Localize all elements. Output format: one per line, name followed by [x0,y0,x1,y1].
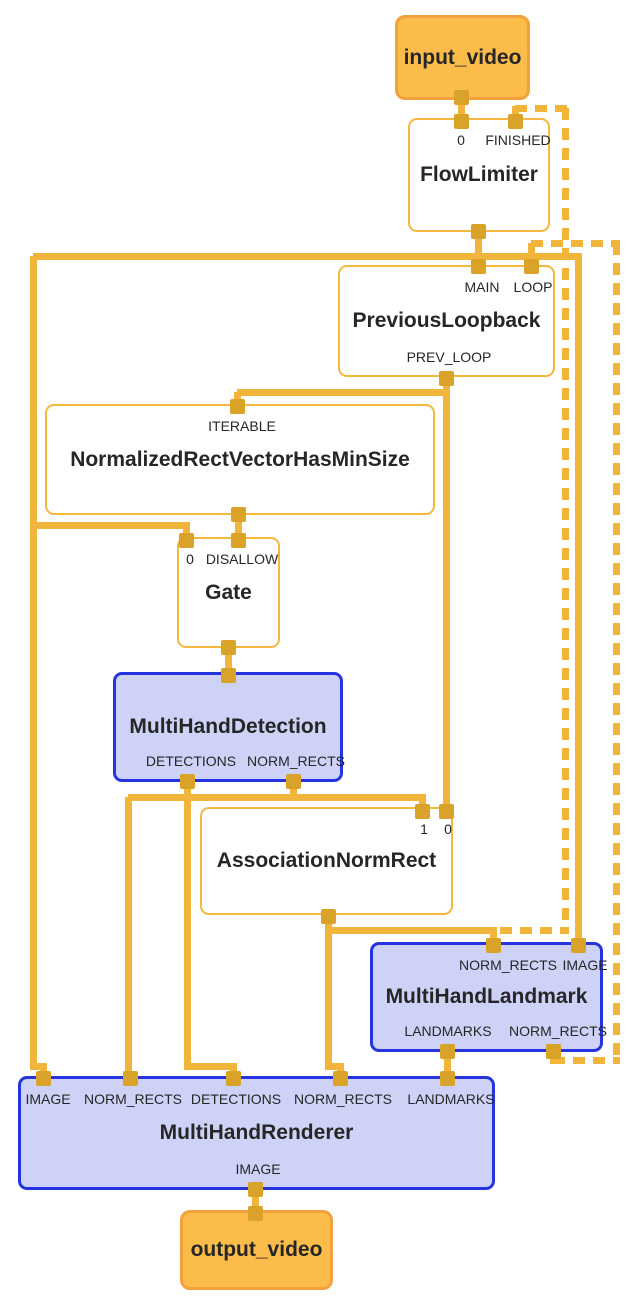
edge-hasminsize-to-gate-disallow [234,513,242,545]
port-label-flowlimiter-in-1: FINISHED [485,132,551,148]
node-title-flowlimiter: FlowLimiter [420,163,538,186]
node-title-multihandlandmark: MultiHandLandmark [385,985,588,1008]
edge-landmarks-to-renderer [443,1050,451,1084]
port-label-multihandlandmark-in-1: IMAGE [562,957,608,973]
port-marker [230,506,246,522]
edge-throttled-to-gate-0 [33,521,190,529]
port-label-multihanddetection-out-1: NORM_RECTS [246,753,346,769]
port-label-multihandrenderer-in-3: NORM_RECTS [293,1091,393,1107]
edge-finished-back-edge [515,104,569,112]
edge-assoc-to-renderer-normrects [324,930,332,1070]
edge-finished-back-edge [561,108,569,934]
edge-throttled-to-landmark-image [574,256,582,950]
port-marker [439,1070,455,1086]
node-flowlimiter[interactable]: FlowLimiter 0 FINISHED [408,118,551,232]
edge-detection-normrects-drop [289,780,297,801]
port-label-previousloopback-in-1: LOOP [513,279,553,295]
edge-loop-back-edge [612,243,620,1064]
port-marker [320,908,336,924]
port-marker [332,1070,348,1086]
port-marker [545,1043,561,1059]
port-label-multihandrenderer-in-4: LANDMARKS [407,1091,495,1107]
edge-throttled-to-renderer-image [29,256,37,1070]
edge-flowlimiter-to-previousloopback-main [474,230,482,271]
port-marker [570,937,586,953]
port-marker [453,113,469,129]
port-label-associationnormrect-in-0: 1 [420,821,428,837]
node-title-associationnormrect: AssociationNormRect [216,849,437,872]
port-marker [414,803,430,819]
node-title-normalizedrectvectorhasminsize: NormalizedRectVectorHasMinSize [70,447,410,471]
edge-detection-normrects-spread [128,793,426,801]
port-marker [453,89,469,105]
port-label-multihandlandmark-in-0: NORM_RECTS [458,957,558,973]
port-label-gate-in-0: 0 [186,551,194,567]
port-label-multihandrenderer-in-0: IMAGE [25,1091,71,1107]
node-input-video[interactable]: input_video [395,15,530,100]
edge-normrects-to-renderer [124,797,132,1084]
port-label-associationnormrect-in-1: 0 [444,821,452,837]
port-marker [220,639,236,655]
port-label-multihandrenderer-out-0: IMAGE [235,1161,281,1177]
node-title-previousloopback: PreviousLoopback [352,309,541,332]
port-marker [230,532,246,548]
edge-prevloop-to-iterable [237,388,450,396]
port-label-flowlimiter-in-0: 0 [457,132,465,148]
edge-finished-back-edge [500,926,569,934]
edge-assoc-to-renderer-normrects [328,1062,344,1070]
port-marker [178,532,194,548]
port-label-multihanddetection-out-0: DETECTIONS [145,753,237,769]
node-title-multihandrenderer: MultiHandRenderer [159,1121,354,1144]
port-label-multihandlandmark-out-0: LANDMARKS [404,1023,492,1039]
port-marker [523,258,539,274]
port-label-normalizedrectvectorhasminsize-in-0: ITERABLE [208,418,276,434]
port-marker [438,370,454,386]
node-gate[interactable]: Gate 0 DISALLOW [177,537,280,648]
port-label-previousloopback-in-0: MAIN [464,279,500,295]
port-label-multihandrenderer-in-2: DETECTIONS [190,1091,282,1107]
port-marker [285,773,301,789]
port-marker [179,773,195,789]
edge-prevloop-to-assoc-0 [442,379,450,816]
port-marker [225,1070,241,1086]
port-label-gate-in-1: DISALLOW [205,551,279,567]
port-marker [507,113,523,129]
node-title-gate: Gate [205,580,252,604]
edge-loop-back-edge [553,1056,620,1064]
node-normalizedrectvectorhasminsize[interactable]: NormalizedRectVectorHasMinSize ITERABLE [45,404,435,515]
edge-renderer-to-output-video [251,1188,259,1218]
edge-input-video-to-flowlimiter [457,96,465,126]
edge-loop-back-edge [531,239,620,247]
port-marker [122,1070,138,1086]
edge-throttled-trunk [33,252,582,260]
edge-loop-back-edge [527,243,535,270]
edge-detections-to-renderer [183,780,191,1070]
port-marker [438,803,454,819]
port-marker [247,1181,263,1197]
node-title-output-video: output_video [190,1238,323,1261]
edge-assoc-to-landmark-normrects [328,926,497,934]
port-marker [470,223,486,239]
edge-detections-to-renderer [187,1062,237,1070]
node-title-input-video: input_video [403,45,522,69]
node-title-multihanddetection: MultiHandDetection [129,715,327,738]
port-label-previousloopback-out-0: PREV_LOOP [406,349,492,365]
port-marker [229,398,245,414]
node-previousloopback[interactable]: PreviousLoopback MAIN LOOP PREV_LOOP [338,265,555,377]
port-marker [470,258,486,274]
port-marker [485,937,501,953]
port-marker [35,1070,51,1086]
port-label-multihandlandmark-out-1: NORM_RECTS [508,1023,608,1039]
port-label-multihandrenderer-in-1: NORM_RECTS [83,1091,183,1107]
port-marker [247,1205,263,1221]
edge-gate-to-detection [224,646,232,680]
port-marker [220,667,236,683]
node-output-video[interactable]: output_video [180,1210,333,1290]
port-marker [439,1043,455,1059]
